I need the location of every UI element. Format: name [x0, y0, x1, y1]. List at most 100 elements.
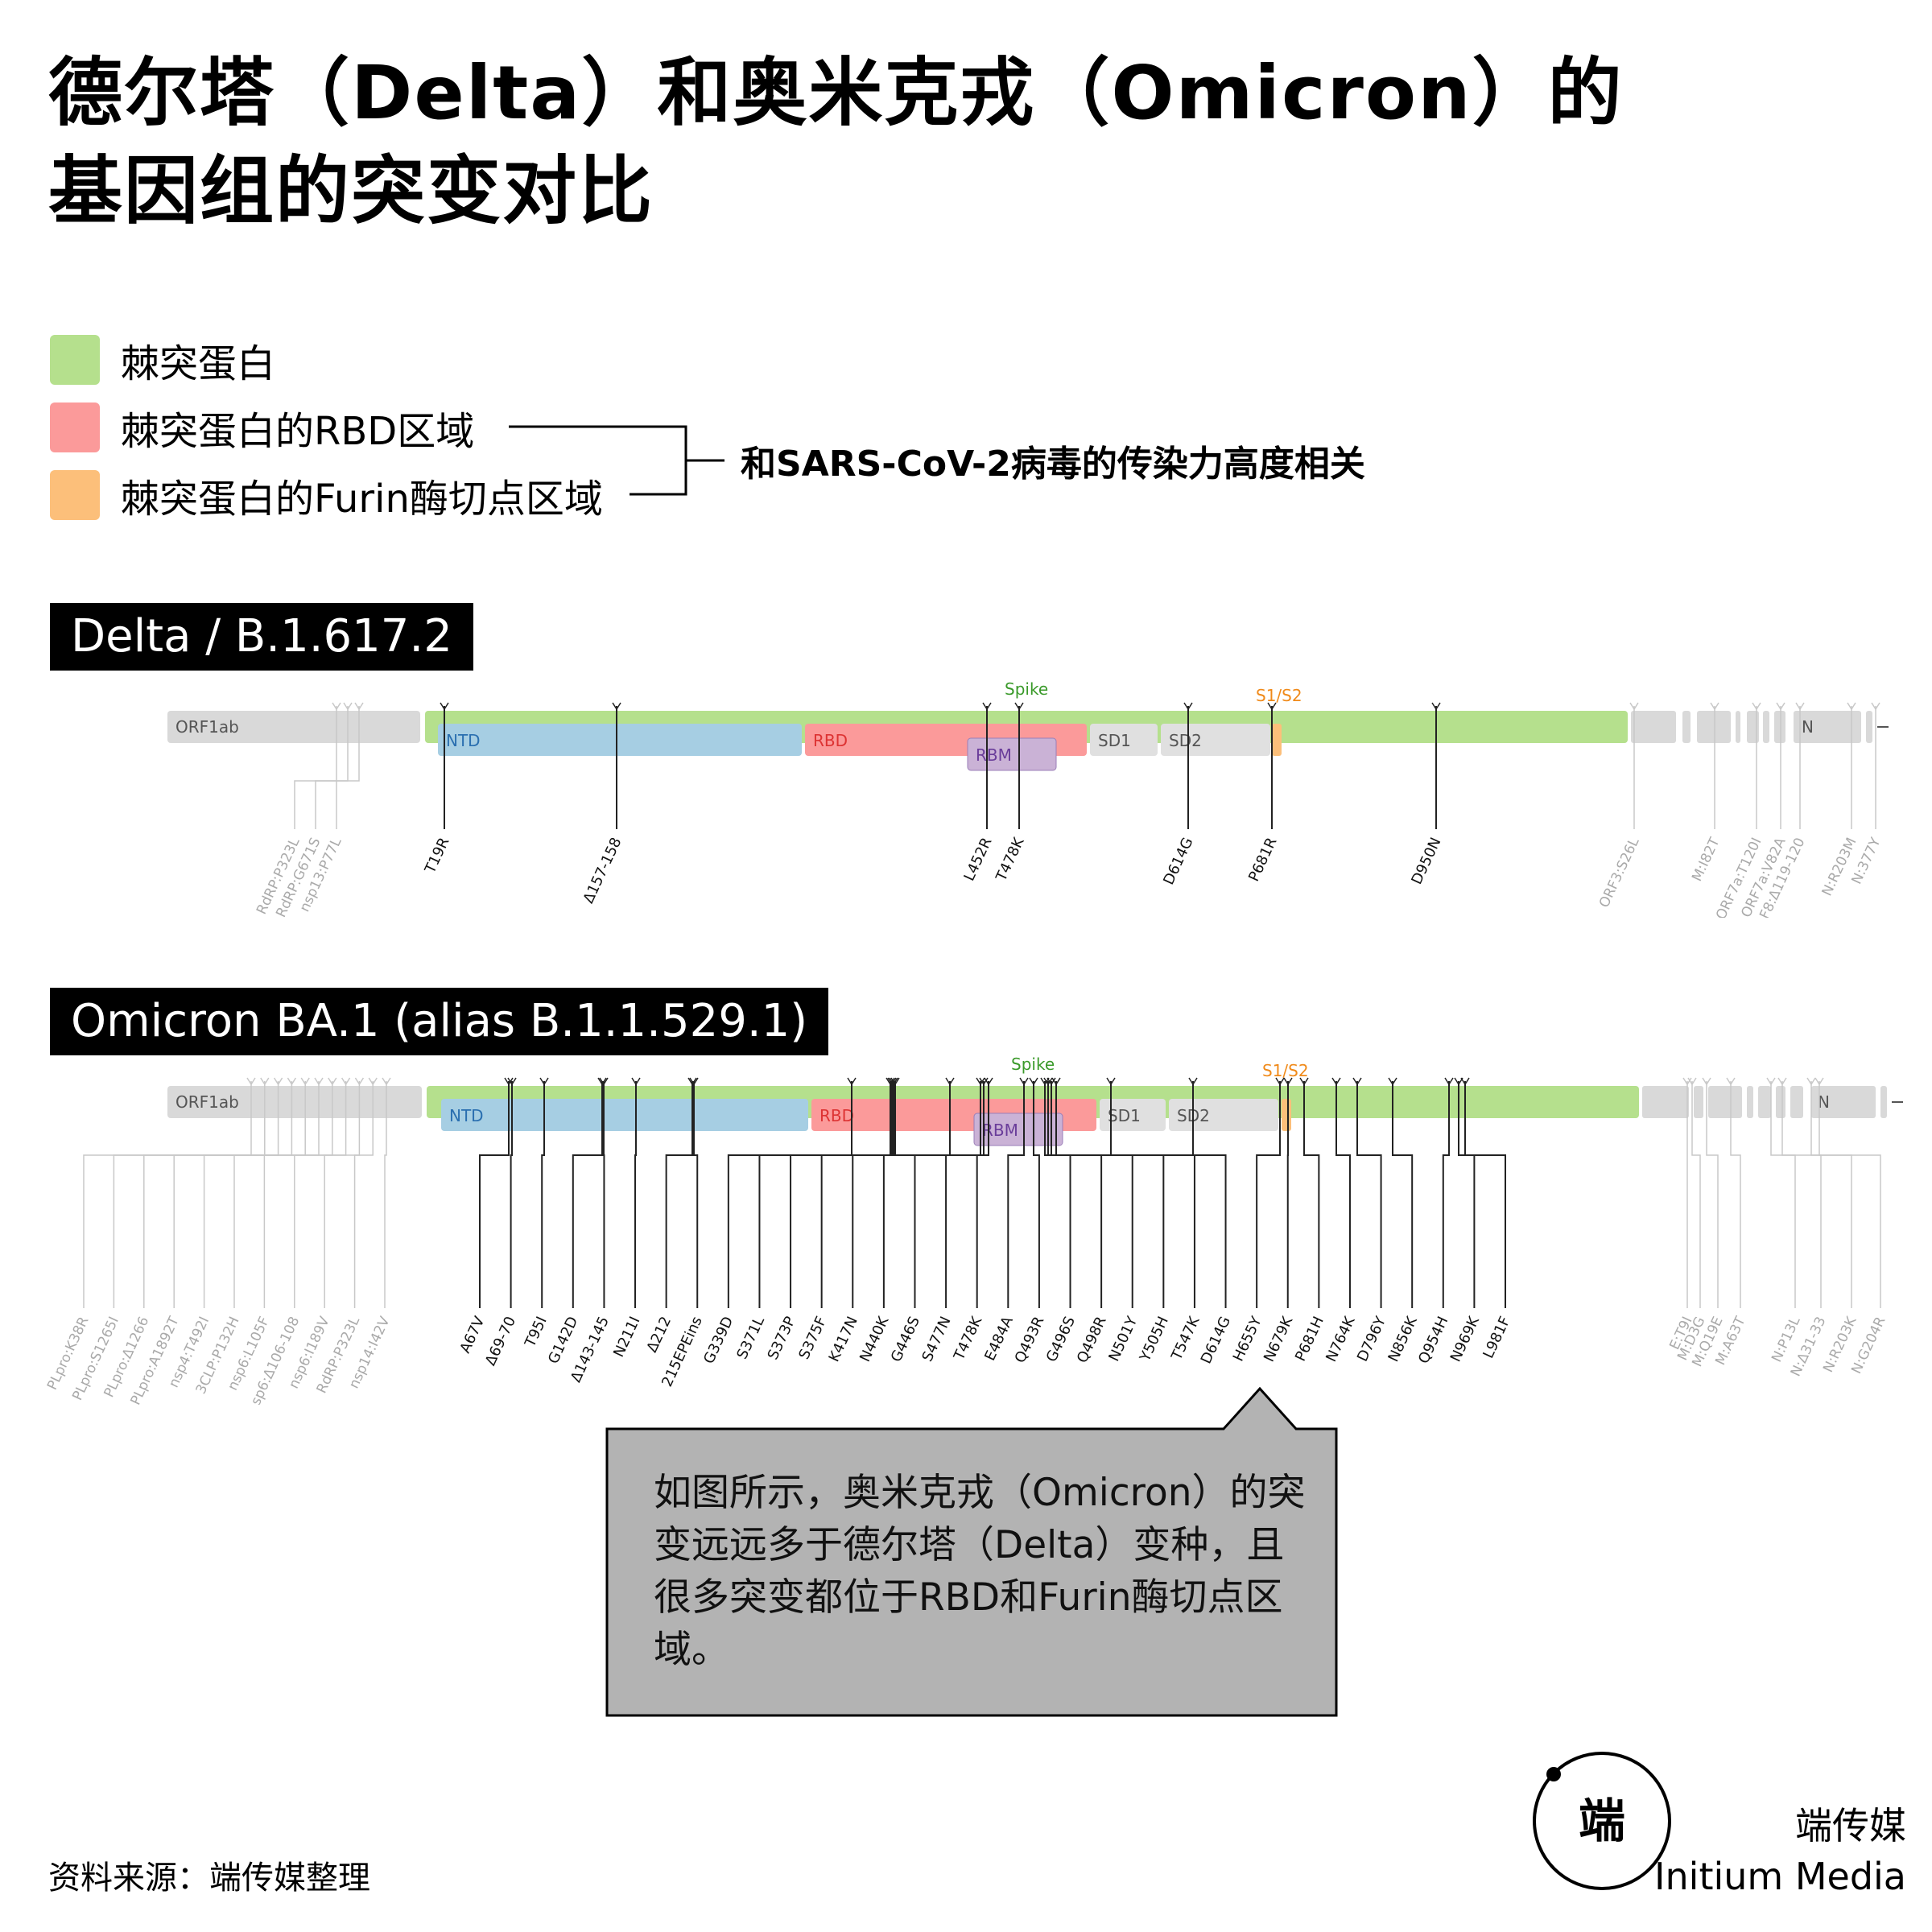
omicron-mutation-label: G496S — [1043, 1314, 1079, 1364]
omicron-ntd-domain — [441, 1099, 808, 1131]
logo-text: 端 — [1579, 1794, 1625, 1848]
omicron-mutation-tick — [1283, 1077, 1293, 1086]
omicron-mutation-label: D796Y — [1354, 1313, 1389, 1364]
delta-furin-site — [1272, 724, 1282, 756]
omicron-mutation-line — [1691, 1081, 1701, 1308]
omicron-mutation-label: P681H — [1292, 1314, 1327, 1364]
legend-label-rbd: 棘突蛋白的RBD区域 — [121, 409, 475, 454]
delta-mutation-tick — [1795, 702, 1805, 711]
brand-name-en: Initium Media — [1653, 1855, 1906, 1898]
omicron-mutation-tick — [597, 1077, 607, 1086]
omicron-mutation-label: G446S — [888, 1314, 923, 1364]
omicron-mutation-tick — [1051, 1077, 1061, 1086]
omicron-accessory-block — [1642, 1086, 1689, 1118]
omicron-mutation-line — [945, 1081, 985, 1308]
delta-mutation-label: P681R — [1245, 835, 1280, 884]
omicron-mutation-label: S373P — [765, 1314, 799, 1362]
omicron-mutation-line — [1055, 1081, 1165, 1308]
omicron-mutation-tick — [631, 1077, 641, 1086]
delta-rbd-label: RBD — [813, 731, 848, 750]
legend-item-furin: 棘突蛋白的Furin酶切点区域 — [50, 470, 603, 522]
omicron-mutation-tick — [368, 1077, 378, 1086]
omicron-spike-label: Spike — [1011, 1055, 1055, 1074]
omicron-mutation-line — [1110, 1081, 1195, 1308]
omicron-accessory-block — [1694, 1086, 1703, 1118]
delta-sd1-domain — [1090, 724, 1158, 756]
omicron-mutation-tick — [1460, 1077, 1470, 1086]
delta-mutation-tick — [1710, 702, 1719, 711]
omicron-mutation-label: T547K — [1168, 1313, 1203, 1364]
callout-box — [605, 1386, 1338, 1717]
delta-rbm-label: RBM — [976, 745, 1012, 765]
omicron-mutation-tick — [273, 1077, 283, 1086]
omicron-mutation-tick — [300, 1077, 310, 1086]
delta-sd2-label: SD2 — [1169, 731, 1202, 750]
delta-mutation-label: N:R203M — [1819, 836, 1860, 899]
omicron-mutation-label: G339D — [700, 1314, 737, 1366]
legend-item-spike: 棘突蛋白 — [50, 335, 275, 386]
omicron-mutation-tick — [246, 1077, 256, 1086]
omicron-accessory-block — [1776, 1086, 1785, 1118]
delta-mutation-label: T19R — [421, 835, 452, 877]
delta-accessory-block — [1682, 711, 1690, 743]
omicron-mutation-label: T478K — [951, 1313, 986, 1364]
omicron-mutation-line — [1007, 1081, 1025, 1308]
omicron-mutation-label: Q498R — [1074, 1314, 1110, 1365]
omicron-mutation-tick — [1040, 1077, 1050, 1086]
omicron-mutation-label: Q954H — [1415, 1314, 1451, 1366]
omicron-mutation-tick — [889, 1077, 898, 1086]
omicron-mutation-line — [1192, 1081, 1227, 1308]
delta-orf1ab-label: ORF1ab — [175, 717, 239, 737]
omicron-mutation-tick — [1352, 1077, 1362, 1086]
delta-mutation-tick — [982, 702, 992, 711]
title-line-2: 基因组的突变对比 — [48, 148, 654, 234]
delta-mutation-tick — [1014, 702, 1024, 711]
omicron-mutation-line — [665, 1081, 693, 1308]
omicron-mutation-line — [353, 1081, 374, 1308]
legend-bracket — [509, 425, 724, 496]
omicron-mutation-label: E484A — [981, 1314, 1017, 1364]
legend-swatch-rbd — [50, 402, 100, 452]
omicron-mutation-tick — [689, 1077, 699, 1086]
delta-accessory-block — [1631, 711, 1676, 743]
delta-accessory-block — [1794, 711, 1861, 743]
omicron-mutation-tick — [1188, 1077, 1198, 1086]
delta-mutation-tick — [1183, 702, 1193, 711]
omicron-mutation-label: Y505H — [1137, 1314, 1172, 1364]
omicron-mutation-tick — [1702, 1077, 1711, 1086]
omicron-mutation-line — [1818, 1081, 1881, 1308]
delta-ntd-domain — [438, 724, 802, 756]
delta-mutation-tick — [1847, 702, 1856, 711]
delta-mutation-tick — [332, 702, 341, 711]
omicron-mutation-label: A67V — [456, 1314, 488, 1356]
omicron-mutation-line — [693, 1081, 699, 1308]
omicron-mutation-line — [572, 1081, 603, 1308]
delta-mutation-label: L452R — [960, 835, 995, 883]
delta-mutation-tick — [1871, 702, 1880, 711]
omicron-mutation-tick — [354, 1077, 365, 1086]
legend-label-furin: 棘突蛋白的Furin酶切点区域 — [121, 477, 603, 522]
omicron-sd2-domain — [1169, 1099, 1278, 1131]
initium-logo: 端 — [1533, 1752, 1671, 1890]
omicron-mutation-tick — [1029, 1077, 1038, 1086]
source-note: 资料来源：端传媒整理 — [48, 1860, 370, 1897]
omicron-mutation-tick — [341, 1077, 351, 1086]
delta-mutation-tick — [1752, 702, 1761, 711]
omicron-mutation-label: N969K — [1447, 1313, 1484, 1364]
omicron-mutation-tick — [1806, 1077, 1816, 1086]
omicron-mutation-tick — [1106, 1077, 1116, 1086]
delta-mutation-tick — [1267, 702, 1277, 711]
omicron-mutation-label: D614G — [1198, 1314, 1234, 1366]
omicron-mutation-line — [852, 1081, 896, 1308]
delta-mutation-tick — [612, 702, 621, 711]
omicron-mutation-tick — [314, 1077, 324, 1086]
omicron-mutation-line — [1781, 1081, 1822, 1308]
omicron-mutation-line — [1356, 1081, 1382, 1308]
omicron-mutation-line — [1033, 1081, 1040, 1308]
omicron-mutation-tick — [1331, 1077, 1341, 1086]
omicron-sd1-label: SD1 — [1108, 1106, 1141, 1125]
delta-mutation-label: ORF3:S26L — [1596, 835, 1643, 910]
omicron-mutation-line — [324, 1081, 361, 1308]
omicron-mutation-tick — [1043, 1077, 1053, 1086]
delta-mutation-line — [336, 706, 360, 829]
